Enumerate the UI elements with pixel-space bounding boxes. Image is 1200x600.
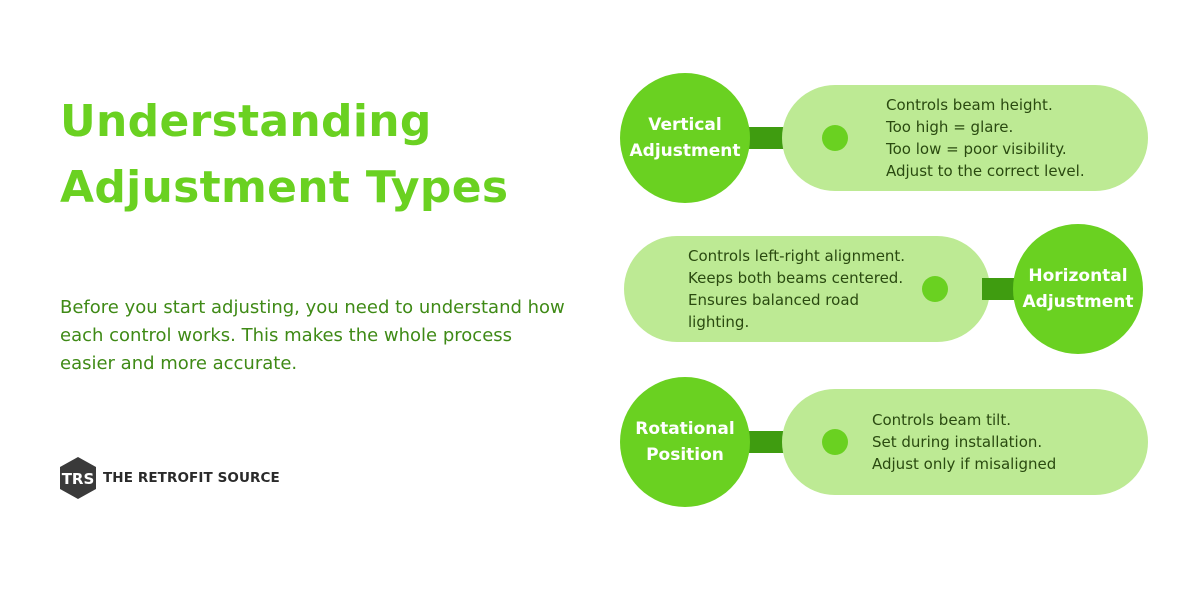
description-list: Controls beam height. Too high = glare. …	[886, 85, 1136, 191]
adjustment-rotational: Rotational Position Controls beam tilt. …	[620, 377, 1160, 507]
description-point: Controls beam height.	[886, 96, 1053, 114]
logo-mark-text: TRS	[62, 470, 95, 488]
description-point: Adjust only if misaligned	[872, 455, 1057, 473]
description-pill: Controls left-right alignment. Keeps bot…	[624, 236, 990, 342]
description-point: Keeps both beams centered.	[688, 269, 904, 287]
adjustment-label-circle: Rotational Position	[620, 377, 750, 507]
adjustment-vertical: Vertical Adjustment Controls beam height…	[620, 73, 1160, 203]
description-point: Ensures balanced road lighting.	[688, 291, 860, 331]
bullet-dot-icon	[922, 276, 948, 302]
brand-name: THE RETROFIT SOURCE	[103, 470, 280, 486]
description-point: Too high = glare.	[886, 118, 1014, 136]
description-point: Controls left-right alignment.	[688, 247, 906, 265]
adjustment-label-line-2: Position	[646, 445, 724, 465]
description-list: Controls beam tilt. Set during installat…	[872, 389, 1122, 495]
adjustment-label-line-2: Adjustment	[629, 141, 741, 161]
adjustment-label-line-1: Horizontal	[1028, 266, 1128, 286]
connector-bar	[748, 431, 788, 453]
brand-logo: TRS THE RETROFIT SOURCE	[58, 456, 280, 500]
page-title: Understanding Adjustment Types	[60, 89, 600, 221]
intro-paragraph: Before you start adjusting, you need to …	[60, 297, 565, 374]
description-point: Too low = poor visibility.	[886, 140, 1067, 158]
page-title-line-2: Adjustment Types	[60, 162, 509, 214]
description-point: Controls beam tilt.	[872, 411, 1011, 429]
description-list: Controls left-right alignment. Keeps bot…	[688, 236, 916, 342]
description-pill: Controls beam tilt. Set during installat…	[782, 389, 1148, 495]
adjustment-label-line-1: Vertical	[648, 115, 722, 135]
adjustment-label-line-1: Rotational	[635, 419, 735, 439]
adjustment-label-circle: Vertical Adjustment	[620, 73, 750, 203]
bullet-dot-icon	[822, 125, 848, 151]
description-point: Set during installation.	[872, 433, 1043, 451]
description-pill: Controls beam height. Too high = glare. …	[782, 85, 1148, 191]
connector-bar	[748, 127, 788, 149]
adjustment-label-line-2: Adjustment	[1022, 292, 1134, 312]
trs-logo-icon: TRS	[60, 457, 96, 499]
adjustment-label-circle: Horizontal Adjustment	[1013, 224, 1143, 354]
connector-bar	[982, 278, 1022, 300]
description-point: Adjust to the correct level.	[886, 162, 1085, 180]
adjustment-horizontal: Controls left-right alignment. Keeps bot…	[620, 224, 1160, 354]
bullet-dot-icon	[822, 429, 848, 455]
page-title-line-1: Understanding	[60, 96, 432, 148]
